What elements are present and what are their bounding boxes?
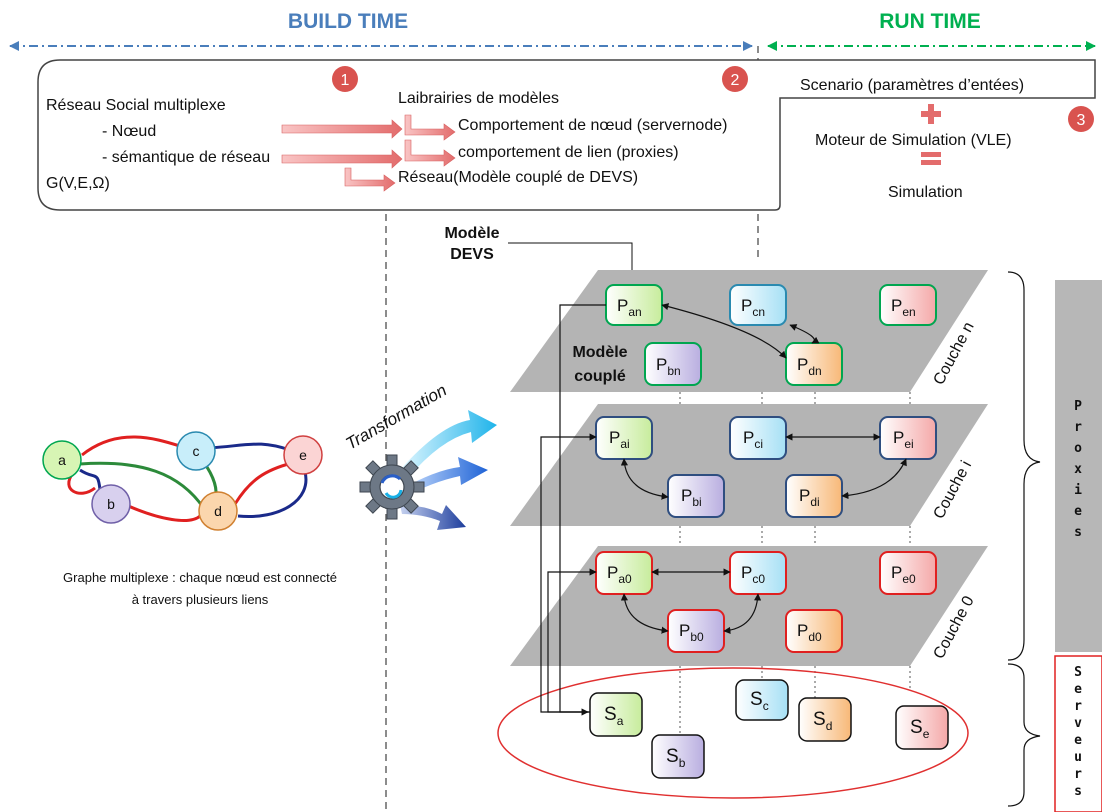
graph-node-c [176, 431, 216, 471]
social-network-semantic: - sémantique de réseau [102, 149, 270, 166]
proxy-label-a-n: Pan [617, 296, 642, 319]
servers-bar [1054, 655, 1102, 812]
node-behaviour: Comportement de nœud (servernode) [458, 117, 727, 134]
run-time-title: RUN TIME [879, 10, 981, 33]
simulation-engine: Moteur de Simulation (VLE) [815, 132, 1012, 149]
svg-text:d: d [214, 503, 222, 519]
svg-text:a: a [58, 452, 66, 468]
proxy-label-b-0: Pb0 [679, 621, 704, 644]
proxies-bar [1055, 280, 1102, 652]
server-d [798, 697, 852, 742]
gear-icon [359, 454, 425, 520]
proxies-brace [1007, 271, 1041, 661]
step-badge-2: 2 [722, 66, 748, 92]
server-c [735, 679, 789, 721]
step-badge-3: 3 [1068, 106, 1094, 132]
proxy-label-d-i: Pdi [799, 486, 820, 509]
servers-brace [1007, 663, 1041, 807]
social-network-graph: G(V,E,Ω) [46, 175, 110, 192]
servers-ellipse [497, 667, 969, 799]
equals-icon [921, 152, 941, 165]
devs-model-label-1: Modèle [444, 225, 499, 242]
plus-icon [921, 104, 941, 124]
server-a [589, 692, 643, 737]
proxy-label-a-0: Pa0 [607, 563, 632, 586]
proxy-label-e-0: Pe0 [891, 563, 916, 586]
svg-text:Se: Se [910, 717, 930, 741]
svg-text:1: 1 [341, 72, 350, 89]
process-panel [37, 59, 1096, 211]
build-time-title: BUILD TIME [288, 10, 408, 33]
network-devs: Réseau(Modèle couplé de DEVS) [398, 169, 638, 186]
graph-node-e [283, 435, 323, 475]
svg-text:Sb: Sb [666, 746, 686, 770]
proxy-label-d-0: Pd0 [797, 621, 822, 644]
social-network-title: Réseau Social multiplexe [46, 97, 226, 114]
simulation-result: Simulation [888, 184, 963, 201]
graph-caption-2: à travers plusieurs liens [132, 592, 269, 607]
proxy-label-b-n: Pbn [656, 355, 681, 378]
coupled-model-label-1: Modèle [572, 344, 627, 361]
graph-node-a [42, 440, 82, 480]
proxy-label-e-n: Pen [891, 296, 916, 319]
graph-node-d [198, 491, 238, 531]
svg-text:Sa: Sa [604, 704, 624, 728]
proxy-label-d-n: Pdn [797, 355, 822, 378]
svg-text:2: 2 [731, 72, 740, 89]
proxy-label-c-i: Pci [743, 428, 763, 451]
proxy-label-b-i: Pbi [681, 486, 702, 509]
proxy-label-c-0: Pc0 [741, 563, 765, 586]
svg-text:c: c [193, 443, 200, 459]
server-e [895, 705, 949, 750]
server-proxy-connectors [540, 304, 606, 716]
svg-text:Sd: Sd [813, 709, 832, 733]
devs-model-label-2: DEVS [450, 246, 494, 263]
proxy-links [620, 303, 907, 634]
proxy-d-0 [785, 609, 843, 653]
proxy-e-n [879, 284, 937, 326]
server-labels: Sa Sb Sc Sd Se [604, 689, 930, 770]
transform-arrows [281, 114, 456, 192]
server-b [651, 734, 705, 779]
social-network-node: - Nœud [102, 123, 156, 140]
graph-caption-1: Graphe multiplexe : chaque nœud est conn… [63, 570, 337, 585]
devs-model-pointer [508, 242, 635, 283]
proxy-e-0 [879, 551, 937, 595]
proxy-label-a-i: Pai [609, 428, 630, 451]
scenario-text: Scenario (paramètres d’entées) [800, 77, 1024, 94]
link-behaviour: comportement de lien (proxies) [458, 144, 679, 161]
svg-text:3: 3 [1077, 112, 1086, 129]
libraries-title: Laibrairies de modèles [398, 90, 559, 107]
graph-node-b [91, 484, 131, 524]
coupled-model-label-2: couplé [574, 368, 626, 385]
svg-text:Sc: Sc [750, 689, 769, 713]
proxy-label-e-i: Pei [893, 428, 914, 451]
multiplex-graph-nodes: a b c d e [42, 431, 323, 531]
step-badge-1: 1 [332, 66, 358, 92]
svg-text:e: e [299, 447, 307, 463]
svg-text:b: b [107, 496, 115, 512]
